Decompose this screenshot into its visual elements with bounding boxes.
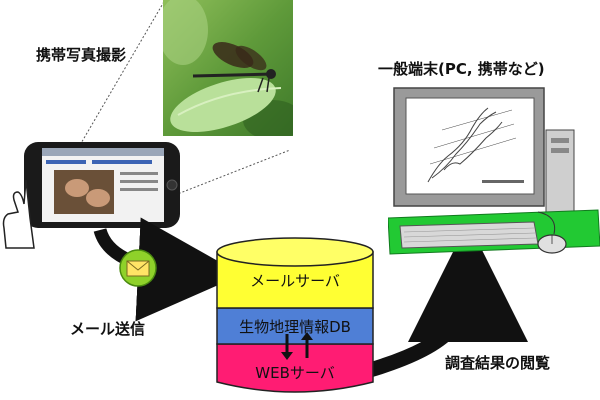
terminal-label: 一般端末(PC, 携帯など) <box>378 58 545 79</box>
mail-send-label: メール送信 <box>70 318 145 339</box>
web-server-label: WEBサーバ <box>215 362 375 383</box>
mail-envelope-icon <box>118 248 158 288</box>
mouse-icon <box>535 232 569 256</box>
geo-db-label: 生物地理情報DB <box>215 316 375 337</box>
results-view-label: 調査結果の閲覧 <box>445 352 550 373</box>
database-cylinder: メールサーバ 生物地理情報DB WEBサーバ <box>215 236 375 398</box>
mail-server-label: メールサーバ <box>215 270 375 291</box>
